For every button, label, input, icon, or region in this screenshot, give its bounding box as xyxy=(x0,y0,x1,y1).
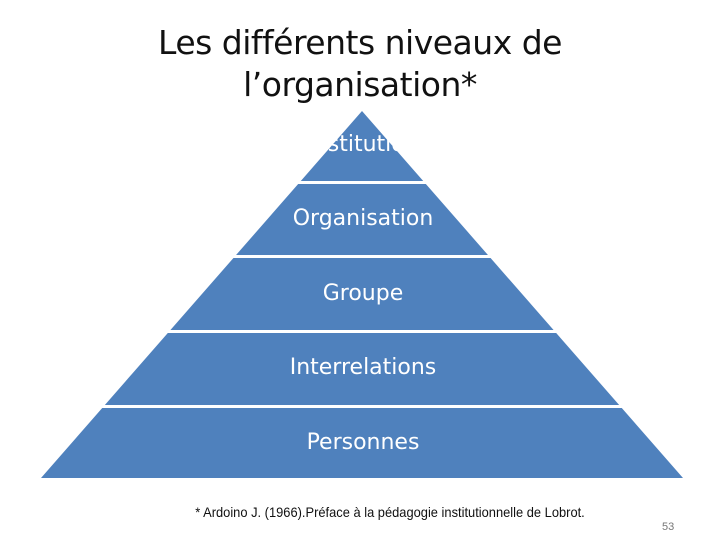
slide-title: Les différents niveaux de l’organisation… xyxy=(0,22,720,106)
level-label-organisation: Organisation xyxy=(292,206,434,231)
level-label-groupe: Groupe xyxy=(322,281,404,306)
title-line-1: Les différents niveaux de xyxy=(158,23,562,62)
pyramid-level-interrelations xyxy=(104,333,620,405)
level-label-institution: Institution xyxy=(307,132,419,157)
pyramid-level-groupe xyxy=(170,258,554,330)
footnote: * Ardoino J. (1966).Préface à la pédagog… xyxy=(195,504,585,520)
pyramid-level-personnes xyxy=(41,408,683,478)
page-number: 53 xyxy=(662,521,675,533)
pyramid-level-institution xyxy=(300,111,424,181)
level-label-personnes: Personnes xyxy=(306,430,420,455)
pyramid-level-organisation xyxy=(236,184,488,255)
title-line-2: l’organisation* xyxy=(243,65,477,104)
level-label-interrelations: Interrelations xyxy=(289,355,437,380)
